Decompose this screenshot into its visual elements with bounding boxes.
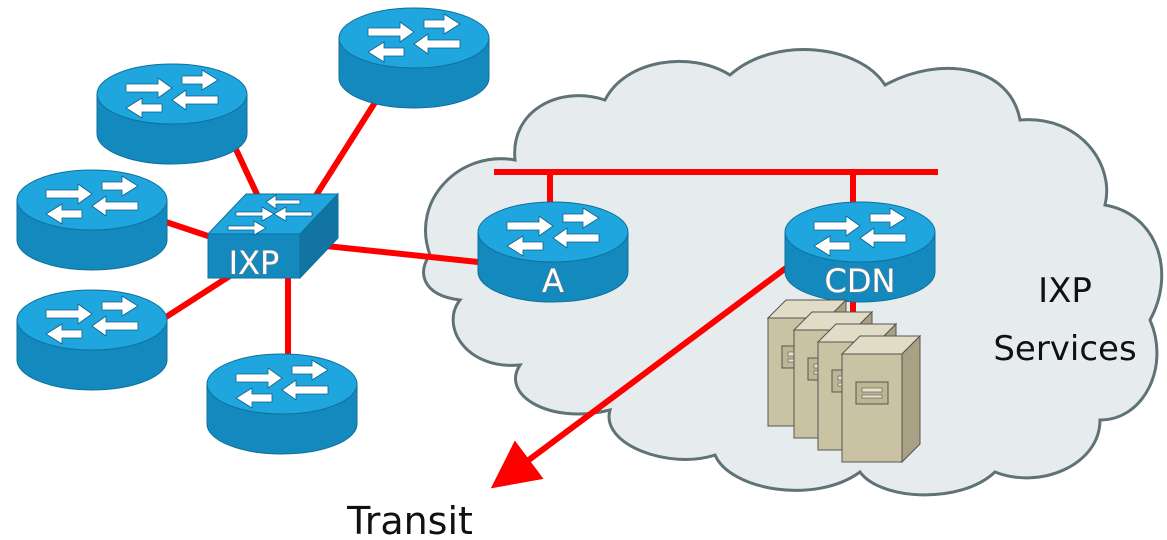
router-top-center-icon: [338, 7, 490, 109]
router-top-left-icon: [96, 63, 248, 165]
ixp-switch-label: IXP: [229, 244, 280, 282]
router-a-label: A: [542, 262, 564, 300]
link-ixp-a: [325, 243, 479, 265]
router-left-low-icon: [16, 289, 168, 391]
transit-arrow: [490, 265, 788, 489]
ixp-switch-icon: [206, 192, 340, 280]
cloud-label-line2: Services: [993, 329, 1136, 369]
router-left-mid-icon: [16, 169, 168, 271]
cloud-label-line1: IXP: [1038, 271, 1092, 311]
router-cdn-label: CDN: [825, 262, 896, 300]
transit-label: Transit: [346, 499, 473, 540]
link-left-mid: [159, 217, 215, 241]
router-bottom-icon: [206, 353, 358, 455]
